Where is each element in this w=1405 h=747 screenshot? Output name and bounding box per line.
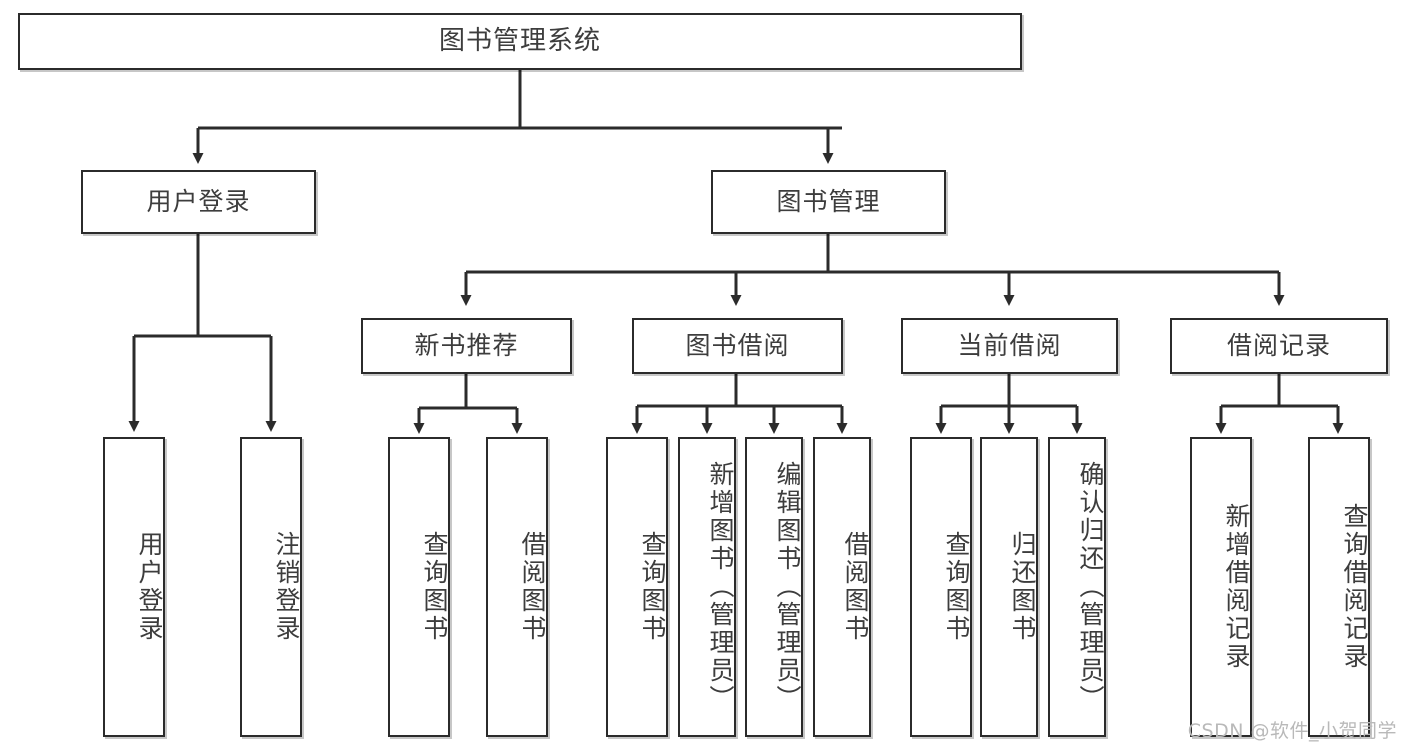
leaf-borrow-record-query[interactable]: 查询借阅记录 [1308, 437, 1370, 737]
leaf-current-borrow-confirm[interactable]: 确认归还（管理员） [1048, 437, 1106, 737]
node-new-book-recommend[interactable]: 新书推荐 [361, 318, 572, 374]
leaf-label: 新增借阅记录 [1222, 503, 1251, 671]
leaf-label: 编辑图书（管理员） [773, 461, 802, 713]
leaf-book-borrow-edit[interactable]: 编辑图书（管理员） [745, 437, 803, 737]
leaf-label: 借阅图书 [841, 531, 870, 643]
leaf-current-borrow-query[interactable]: 查询图书 [910, 437, 972, 737]
leaf-label: 用户登录 [135, 531, 164, 643]
leaf-label: 注销登录 [272, 531, 301, 643]
leaf-book-borrow-query[interactable]: 查询图书 [606, 437, 668, 737]
leaf-label: 借阅图书 [518, 531, 547, 643]
node-borrow-record[interactable]: 借阅记录 [1170, 318, 1388, 374]
node-book-borrow[interactable]: 图书借阅 [632, 318, 843, 374]
leaf-label: 查询图书 [420, 531, 449, 643]
leaf-book-borrow-borrow[interactable]: 借阅图书 [813, 437, 871, 737]
leaf-current-borrow-return[interactable]: 归还图书 [980, 437, 1038, 737]
leaf-new-book-query[interactable]: 查询图书 [388, 437, 450, 737]
leaf-label: 新增图书（管理员） [706, 461, 735, 713]
leaf-user-login-login[interactable]: 用户登录 [103, 437, 165, 737]
leaf-label: 查询图书 [942, 531, 971, 643]
leaf-label: 查询图书 [638, 531, 667, 643]
leaf-label: 确认归还（管理员） [1076, 461, 1105, 713]
node-root-system[interactable]: 图书管理系统 [18, 13, 1022, 70]
node-user-login[interactable]: 用户登录 [81, 170, 316, 234]
leaf-label: 归还图书 [1008, 531, 1037, 643]
leaf-book-borrow-add[interactable]: 新增图书（管理员） [678, 437, 736, 737]
watermark-text: CSDN @软件_小贺同学 [1187, 720, 1397, 742]
node-current-borrow[interactable]: 当前借阅 [901, 318, 1118, 374]
leaf-borrow-record-add[interactable]: 新增借阅记录 [1190, 437, 1252, 737]
node-book-management[interactable]: 图书管理 [711, 170, 946, 234]
leaf-new-book-borrow[interactable]: 借阅图书 [486, 437, 548, 737]
leaf-user-login-logout[interactable]: 注销登录 [240, 437, 302, 737]
leaf-label: 查询借阅记录 [1340, 503, 1369, 671]
